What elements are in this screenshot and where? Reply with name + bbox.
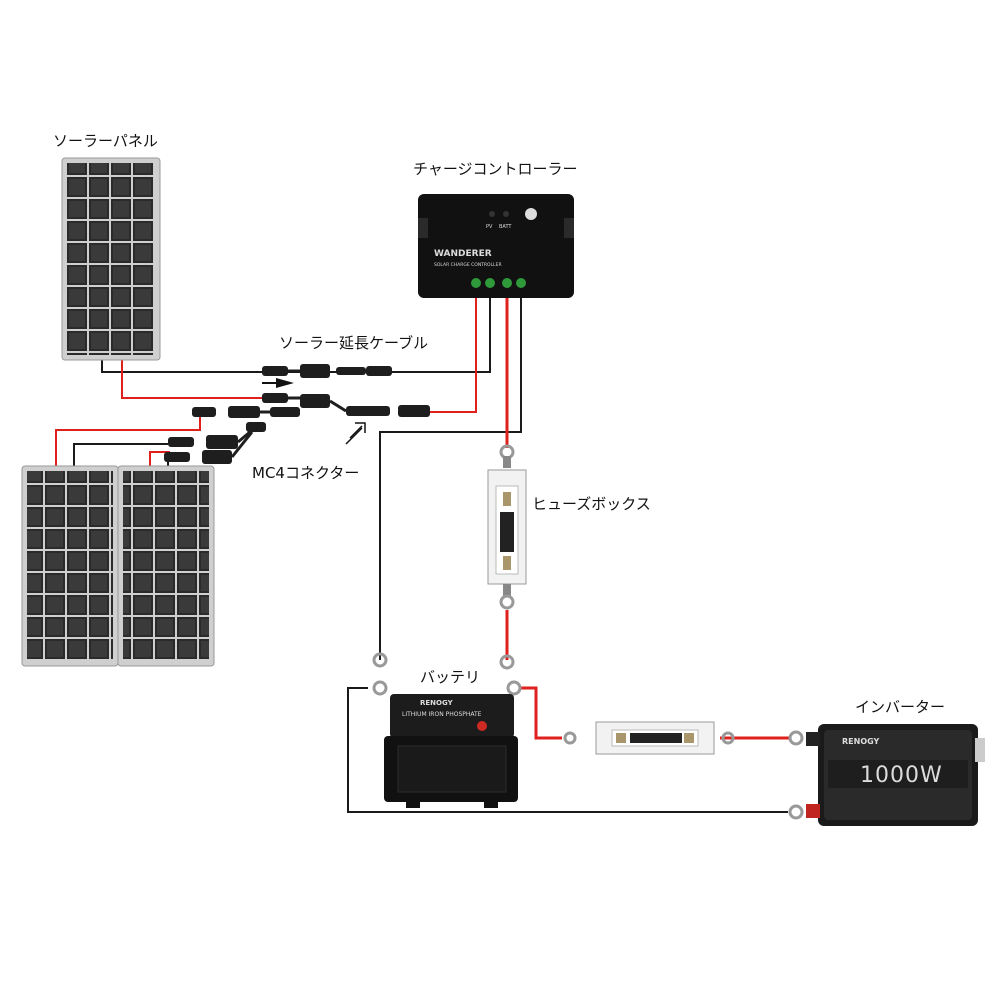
label-extension-cable: ソーラー延長ケーブル (279, 334, 428, 352)
label-charge-controller: チャージコントローラー (413, 160, 578, 178)
battery-status-button (477, 721, 487, 731)
battery-negative-to-inverter-wire (347, 687, 788, 813)
battery: RENOGY LITHIUM IRON PHOSPHATE (372, 652, 522, 808)
label-mc4-connector: MC4コネクター (252, 464, 359, 482)
inverter-rating: 1000W (860, 763, 943, 788)
controller-button (525, 208, 537, 220)
inverter-brand: RENOGY (842, 737, 880, 746)
solar-panel-lower-right (117, 465, 215, 667)
extension-arrow-icon (262, 378, 294, 388)
mc4-arrow-icon (345, 422, 366, 445)
battery-brand: RENOGY (420, 699, 454, 707)
pv-positive-extension-wire (430, 298, 477, 413)
solar-panel-lower-left (21, 465, 119, 667)
battery-to-inline-fuse-wire (520, 686, 562, 740)
controller-terminals (471, 278, 526, 288)
battery-negative-to-controller-wire (379, 298, 522, 660)
controller-led-batt (503, 211, 509, 217)
label-solar-panel: ソーラーパネル (53, 132, 158, 150)
panel3-positive-wire (149, 451, 170, 466)
fuse-box (487, 444, 527, 610)
panel1-positive-wire (121, 360, 270, 399)
controller-led-batt-label: BATT (499, 224, 512, 230)
inverter: RENOGY 1000W (788, 724, 985, 826)
solar-panel-top (61, 157, 161, 361)
controller-subtitle: SOLAR CHARGE CONTROLLER (434, 262, 502, 268)
panel2-positive-wire (55, 414, 201, 466)
inline-fuse (563, 721, 735, 755)
label-inverter: インバーター (855, 698, 945, 716)
inverter-negative-terminal (806, 732, 820, 746)
controller-brand: WANDERER (434, 249, 492, 259)
controller-led-pv-label: PV (486, 224, 493, 230)
label-battery: バッテリ (420, 668, 480, 686)
battery-type: LITHIUM IRON PHOSPHATE (402, 711, 482, 718)
charge-controller: PV BATT WANDERER SOLAR CHARGE CONTROLLER (418, 194, 574, 298)
mc4-branch-connectors (164, 364, 430, 464)
controller-led-pv (489, 211, 495, 217)
panel2-negative-wire (73, 443, 168, 466)
label-fuse-box: ヒューズボックス (532, 495, 651, 513)
inverter-positive-terminal (806, 804, 820, 818)
